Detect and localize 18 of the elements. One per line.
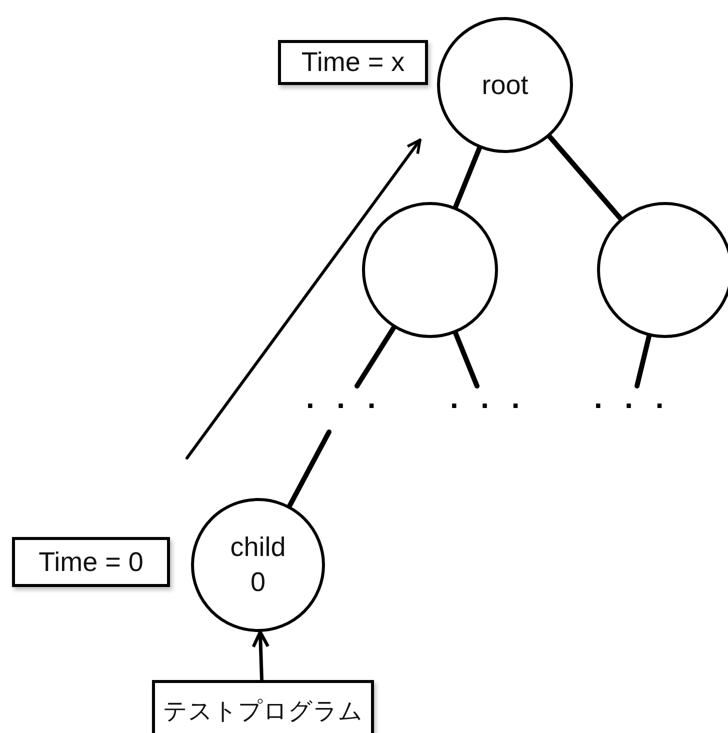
connector-line [546,134,624,222]
connector-line [287,430,332,508]
connector-line [354,325,396,388]
node-label: テストプログラム [163,697,363,727]
node-label: Time = x [301,47,405,78]
node-label: root [482,70,528,100]
time-box [12,537,170,587]
time-box [278,40,428,85]
connector-line [634,334,652,388]
ellipsis: . . . [594,384,664,414]
connector-line [453,146,482,210]
ellipsis: . . . [450,384,520,414]
program-box [152,680,374,733]
arrow [252,630,270,682]
node-label: child 0 [229,530,287,599]
ellipsis: . . . [306,384,376,414]
connector-line [453,330,480,388]
node-label: Time = 0 [38,546,144,578]
